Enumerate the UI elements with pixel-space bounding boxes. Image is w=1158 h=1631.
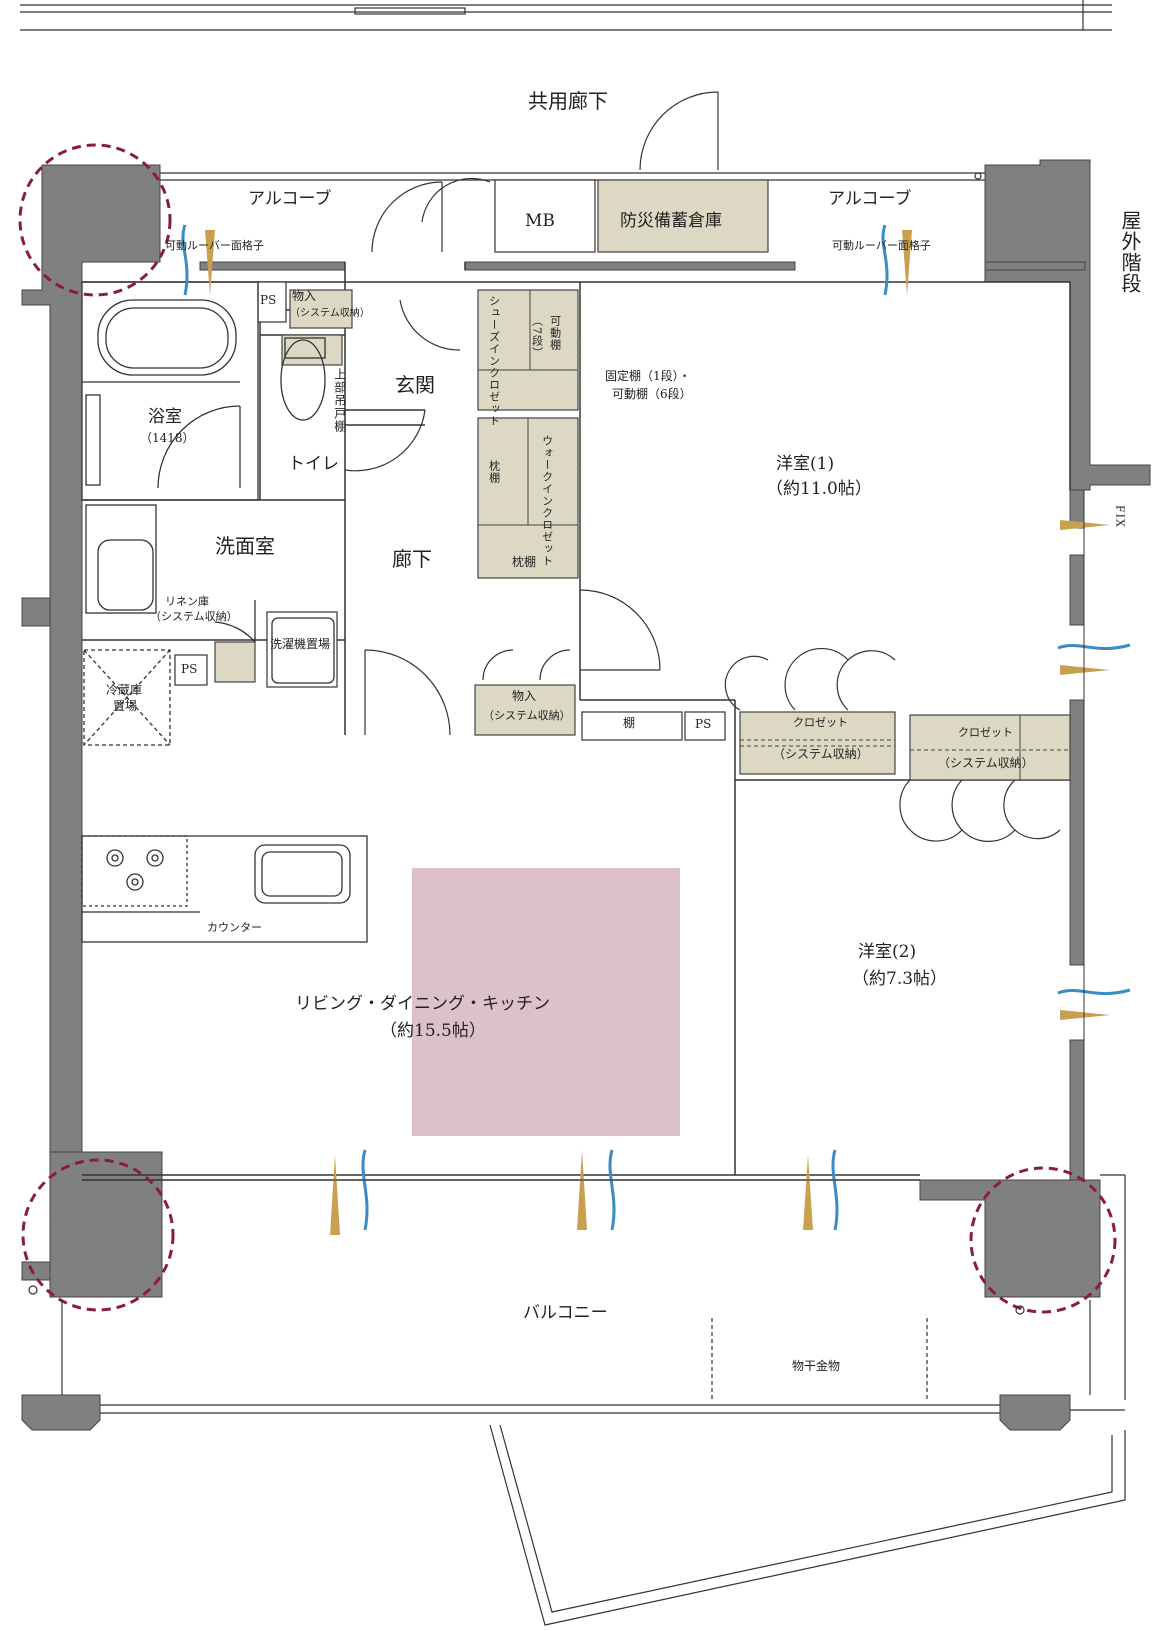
fixed-shelf-line2: 可動棚（6段） — [612, 387, 692, 401]
louver-left-label: 可動ルーバー面格子 — [165, 239, 264, 252]
fix-label: FIX — [1113, 505, 1127, 528]
alcove-outline — [150, 172, 985, 181]
walkin-closet-label: ウォークインクロゼット — [540, 435, 554, 567]
pillow-shelf-h-label: 枕棚 — [512, 555, 537, 569]
movable-shelf-line1: 可動棚 — [548, 315, 562, 351]
counter-label: カウンター — [207, 921, 262, 934]
louver-right-label: 可動ルーバー面格子 — [832, 239, 931, 252]
ps-top-label: PS — [260, 293, 277, 307]
window-markers — [181, 224, 1131, 1235]
western2-size: （約7.3帖） — [852, 969, 948, 989]
closet2-line2: （システム収納） — [938, 756, 1034, 770]
utility-boxes — [174, 179, 726, 741]
glazing — [220, 490, 1085, 1181]
western1-size: （約11.0帖） — [766, 479, 872, 499]
movable-shelf-line2: （7段） — [530, 315, 544, 359]
ps-mid-label: PS — [181, 662, 198, 676]
ldk-name: リビング・ダイニング・キッチン — [295, 994, 550, 1014]
pillar-circles — [18, 143, 1117, 1314]
outer-stairs-label: 屋外階段 — [1118, 210, 1142, 294]
ldk-highlight — [412, 868, 680, 1136]
closet-details — [478, 290, 1070, 780]
storage-top-line1: 物入 — [292, 289, 317, 303]
bathroom-fixtures — [81, 281, 368, 943]
fixed-shelf-line1: 固定棚（1段）・ — [605, 369, 691, 383]
storage-disaster-label: 防災備蓄倉庫 — [620, 211, 722, 231]
door-arcs — [344, 91, 1061, 843]
structural-walls — [21, 159, 1151, 1431]
upper-cabinet-label: 上部吊戸棚 — [332, 368, 347, 433]
western2-name: 洋室(2) — [858, 942, 917, 962]
alcove-right-label: アルコーブ — [828, 189, 912, 209]
bathroom-name: 浴室 — [148, 407, 182, 427]
balcony-label: バルコニー — [523, 1303, 608, 1323]
bathroom-size: （1418） — [140, 431, 195, 445]
closet1-line1: クロゼット — [793, 716, 848, 729]
drying-hardware-label: 物干金物 — [792, 1359, 841, 1373]
closet2-line1: クロゼット — [958, 726, 1013, 739]
washer-label: 洗濯機置場 — [270, 637, 331, 651]
fridge-line1: 冷蔵庫 — [106, 683, 143, 697]
pillow-shelf-v-label: 枕棚 — [487, 460, 501, 484]
ps-right-label: PS — [695, 717, 712, 731]
corridor-label: 共用廊下 — [528, 89, 608, 113]
top-corridor-edge — [20, 0, 1112, 31]
genkan-label: 玄関 — [395, 373, 435, 397]
storage-mid-line2: （システム収納） — [483, 709, 571, 722]
balcony-railing — [28, 1174, 1126, 1626]
closet1-line2: （システム収納） — [773, 747, 869, 761]
shoes-closet-label: シューズインクロゼット — [487, 295, 501, 427]
fridge-line2: 置場 — [113, 699, 138, 713]
storage-mid-line1: 物入 — [512, 689, 537, 703]
linen-line2: （システム収納） — [150, 610, 238, 623]
western1-name: 洋室(1) — [776, 454, 835, 474]
alcove-left-label: アルコーブ — [248, 189, 332, 209]
toilet-label: トイレ — [288, 454, 339, 474]
storage-top-line2: （システム収納） — [290, 308, 370, 319]
ldk-size: （約15.5帖） — [380, 1021, 486, 1041]
linen-line1: リネン庫 — [165, 595, 209, 608]
hallway-label: 廊下 — [392, 547, 432, 571]
washroom-label: 洗面室 — [215, 534, 275, 558]
shelf-label: 棚 — [623, 716, 636, 730]
mb-label: MB — [525, 211, 555, 231]
